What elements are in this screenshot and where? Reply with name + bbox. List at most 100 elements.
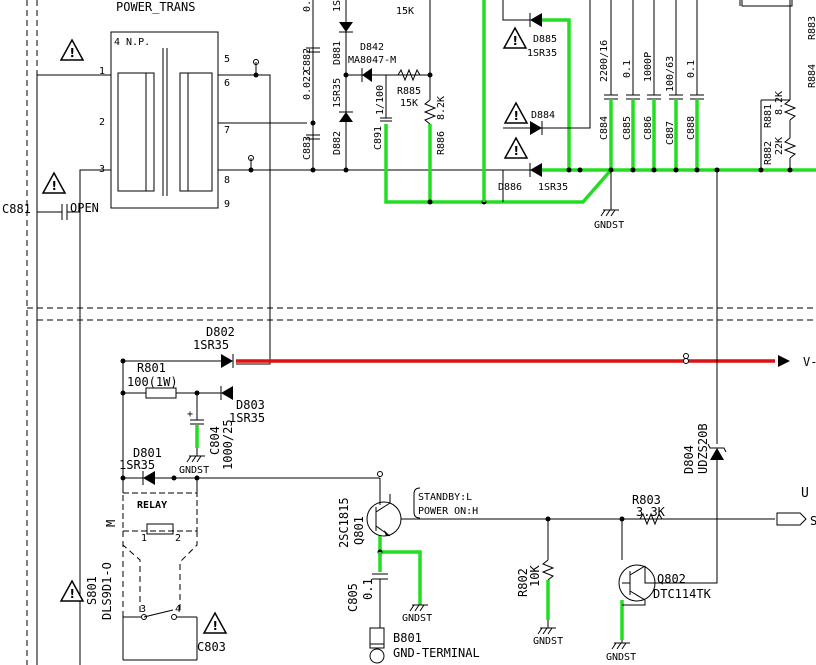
top-rectifier: 0.022 C882 0.022 C883 1SR3 D881 1SR35 D8… — [302, 0, 816, 231]
warning-icon: ! — [503, 136, 529, 159]
c883-label: C883 — [302, 136, 313, 160]
d802-label: D802 — [206, 325, 235, 339]
d881-sr3: 1SR3 — [332, 0, 343, 12]
r885-value: 15K — [400, 98, 418, 109]
svg-text:!: ! — [70, 587, 75, 601]
d885-value: 1SR35 — [527, 48, 557, 59]
c888-label: C888 — [686, 116, 697, 140]
c887-value: 100/63 — [665, 56, 676, 92]
d882-sr35: 1SR35 — [332, 78, 343, 108]
c886-value: 1000P — [643, 52, 654, 82]
warning-icon: ! — [59, 579, 85, 602]
c885-label: C885 — [622, 116, 633, 140]
c884-label: C884 — [599, 116, 610, 140]
r801-value: 100(1W) — [127, 375, 178, 389]
poweron-note: POWER ON:H — [418, 506, 478, 517]
pin-7: 7 — [224, 125, 230, 136]
c887-label: C887 — [665, 121, 676, 145]
c805-value: 0.1 — [361, 578, 375, 600]
d884-label: D884 — [531, 110, 555, 121]
s801-pin-4: 4 — [175, 604, 181, 615]
svg-text:!: ! — [514, 109, 519, 123]
pin-5: 5 — [224, 54, 230, 65]
c803-label: C803 — [197, 640, 226, 654]
b801-label: B801 — [393, 631, 422, 645]
warning-icon: ! — [41, 171, 67, 194]
r884-label: R884 — [807, 64, 816, 88]
c805-label: C805 — [346, 583, 360, 612]
pin-9: 9 — [224, 199, 230, 210]
c804-plus: + — [187, 409, 193, 420]
power-transformer: POWER_TRANS 4 N.P. 1 2 3 5 6 7 8 9 — [36, 0, 600, 665]
r803-value: 3.3K — [636, 505, 666, 519]
c885-value: 0.1 — [622, 60, 633, 78]
d801-value: 1SR35 — [119, 458, 155, 472]
gnd-terminal-label: GND-TERMINAL — [393, 646, 480, 660]
ma8047-label: MA8047-M — [348, 55, 396, 66]
gndst-r802-label: GNDST — [533, 636, 563, 647]
svg-text:!: ! — [213, 619, 218, 633]
q802-label: Q802 — [657, 572, 686, 586]
r886-value: 8.2K — [436, 96, 447, 120]
svg-text:!: ! — [70, 46, 75, 60]
c888-value: 0.1 — [686, 60, 697, 78]
q801-label: Q801 — [352, 516, 366, 545]
gndst-top-label: GNDST — [594, 220, 624, 231]
c882a-value: 0.022 — [302, 0, 313, 12]
transformer-title: POWER_TRANS — [116, 0, 195, 14]
u-label: U — [801, 486, 809, 501]
r881-value: 8.2K — [774, 91, 785, 115]
d881-label: D881 — [332, 41, 343, 65]
c881-label: C881 — [2, 202, 31, 216]
warning-icon: ! — [202, 611, 228, 634]
d886-value: 1SR35 — [538, 182, 568, 193]
r803-label: R803 — [632, 493, 661, 507]
s801-pin-3: 3 — [140, 604, 146, 615]
warning-icon: ! — [502, 26, 528, 49]
r882-label: R882 — [763, 141, 774, 165]
transformer-note: 4 N.P. — [114, 37, 150, 48]
r883-label: R883 — [807, 16, 816, 40]
gndst-c804-label: GNDST — [179, 465, 209, 476]
standby-note: STANDBY:L — [418, 492, 472, 503]
relay-m-label: M — [104, 520, 118, 527]
q801-value: 2SC1815 — [337, 497, 351, 548]
r885-top-value: 15K — [396, 6, 414, 17]
c804-label: C804 — [208, 426, 222, 455]
r885-label: R885 — [397, 86, 421, 97]
c886-label: C886 — [643, 116, 654, 140]
d802-value: 1SR35 — [193, 338, 229, 352]
d885-label: D885 — [533, 34, 557, 45]
c881-capacitor: C881 OPEN — [2, 201, 99, 220]
d804-value: UDZS20B — [696, 423, 710, 474]
c884-value: 2200/16 — [599, 40, 610, 82]
relay-pin-2: 2 — [175, 533, 181, 544]
standby-circuit: D802 1SR35 V- R801 100(1W) D803 1SR35 + … — [85, 170, 816, 664]
gndst-q801-label: GNDST — [402, 613, 432, 624]
d842-label: D842 — [360, 42, 384, 53]
d803-value: 1SR35 — [229, 411, 265, 425]
d803-label: D803 — [236, 398, 265, 412]
r801-label: R801 — [137, 361, 166, 375]
svg-text:!: ! — [514, 144, 519, 158]
v-plus-label: V- — [803, 355, 816, 369]
relay-label: RELAY — [137, 500, 167, 511]
svg-text:!: ! — [52, 179, 57, 193]
s-label: S — [810, 514, 816, 528]
d801-label: D801 — [133, 446, 162, 460]
c882-label: C882 — [302, 48, 313, 72]
d882-label: D882 — [332, 131, 343, 155]
r802-label: R802 — [516, 568, 530, 597]
d886-label: D886 — [498, 182, 522, 193]
svg-text:!: ! — [513, 34, 518, 48]
gndst-q802-label: GNDST — [606, 652, 636, 663]
r882-value: 22K — [774, 137, 785, 155]
c891-value: 1/100 — [375, 85, 386, 115]
s801-part: DLS9D1-O — [100, 562, 114, 620]
r881-label: R881 — [763, 104, 774, 128]
c882b-value: 0.022 — [302, 70, 313, 100]
d804-label: D804 — [682, 445, 696, 474]
r886-label: R886 — [436, 131, 447, 155]
relay-pin-1: 1 — [141, 533, 147, 544]
